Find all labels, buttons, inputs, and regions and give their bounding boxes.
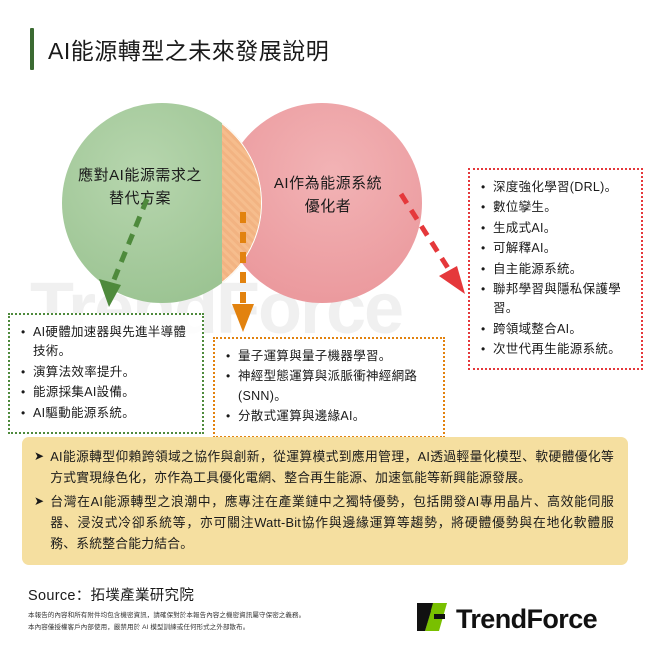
- trendforce-wordmark: TrendForce: [456, 604, 598, 634]
- arrow-green-dashed: [95, 195, 155, 320]
- list-item: 數位孿生。: [481, 198, 631, 217]
- list-item: AI驅動能源系統。: [21, 404, 192, 423]
- list-item: 演算法效率提升。: [21, 363, 192, 382]
- list-item: 自主能源系統。: [481, 260, 631, 279]
- list-item: 深度強化學習(DRL)。: [481, 178, 631, 197]
- arrow-bullet-icon: ➤: [34, 494, 45, 509]
- summary-item: ➤ AI能源轉型仰賴跨領域之協作與創新，從運算模式到應用管理，AI透過輕量化模型…: [34, 447, 614, 488]
- arrow-orange-dashed: [230, 210, 256, 340]
- summary-panel: ➤ AI能源轉型仰賴跨領域之協作與創新，從運算模式到應用管理，AI透過輕量化模型…: [22, 437, 628, 565]
- list-item: 量子運算與量子機器學習。: [226, 347, 433, 366]
- list-item: 分散式運算與邊緣AI。: [226, 407, 433, 426]
- list-item: 神經型態運算與派脈衝神經網路(SNN)。: [226, 367, 433, 406]
- info-box-middle: 量子運算與量子機器學習。 神經型態運算與派脈衝神經網路(SNN)。 分散式運算與…: [213, 337, 445, 438]
- venn-label-right: AI作為能源系統優化者: [273, 175, 383, 215]
- arrow-red-dashed: [395, 190, 480, 310]
- list-item: 跨領域整合AI。: [481, 320, 631, 339]
- trendforce-mark-icon: [415, 600, 449, 639]
- source-label: Source：拓墣產業研究院: [28, 588, 195, 604]
- info-box-left-list: AI硬體加速器與先進半導體技術。 演算法效率提升。 能源採集AI設備。 AI驅動…: [18, 323, 192, 423]
- list-item: 生成式AI。: [481, 219, 631, 238]
- summary-text: 台灣在AI能源轉型之浪潮中，應專注在產業鏈中之獨特優勢，包括開發AI專用晶片、高…: [50, 494, 614, 551]
- disclaimer-text: 本報告的內容和所有附件均包含機密資訊，請確保對於本報告內容之機密資訊屬守保密之義…: [28, 610, 428, 634]
- info-box-left: AI硬體加速器與先進半導體技術。 演算法效率提升。 能源採集AI設備。 AI驅動…: [8, 313, 204, 434]
- disclaimer-line-2: 本內容僅授權客戶內部使用，嚴禁用於 AI 模型訓練或任何形式之外部散布。: [28, 624, 250, 632]
- title-accent-bar: [30, 28, 34, 70]
- disclaimer-line-1: 本報告的內容和所有附件均包含機密資訊，請確保對於本報告內容之機密資訊屬守保密之義…: [28, 612, 306, 619]
- venn-label-left: 應對AI能源需求之替代方案: [78, 167, 202, 207]
- trendforce-logo: TrendForce: [415, 600, 598, 639]
- title-text: AI能源轉型之未來發展說明: [48, 38, 330, 64]
- summary-item: ➤ 台灣在AI能源轉型之浪潮中，應專注在產業鏈中之獨特優勢，包括開發AI專用晶片…: [34, 492, 614, 554]
- list-item: 次世代再生能源系統。: [481, 340, 631, 359]
- list-item: 能源採集AI設備。: [21, 383, 192, 402]
- arrow-bullet-icon: ➤: [34, 449, 45, 463]
- venn-diagram: 應對AI能源需求之替代方案 AI作為能源系統優化者: [0, 95, 450, 315]
- page-title: AI能源轉型之未來發展說明: [30, 28, 329, 70]
- list-item: AI硬體加速器與先進半導體技術。: [21, 323, 192, 362]
- list-item: 可解釋AI。: [481, 239, 631, 258]
- info-box-middle-list: 量子運算與量子機器學習。 神經型態運算與派脈衝神經網路(SNN)。 分散式運算與…: [223, 347, 433, 427]
- list-item: 聯邦學習與隱私保護學習。: [481, 280, 631, 319]
- info-box-right: 深度強化學習(DRL)。 數位孿生。 生成式AI。 可解釋AI。 自主能源系統。…: [468, 168, 643, 371]
- summary-text: AI能源轉型仰賴跨領域之協作與創新，從運算模式到應用管理，AI透過輕量化模型、軟…: [50, 449, 614, 485]
- info-box-right-list: 深度強化學習(DRL)。 數位孿生。 生成式AI。 可解釋AI。 自主能源系統。…: [478, 178, 631, 359]
